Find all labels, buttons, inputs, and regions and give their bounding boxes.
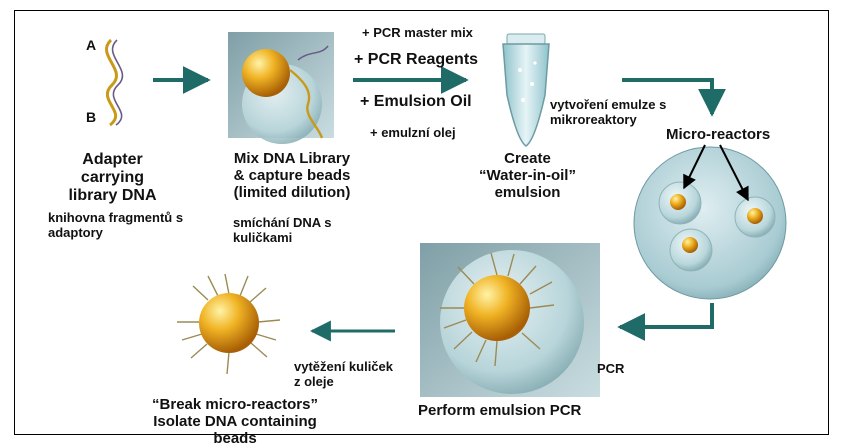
step5-label: “Break micro-reactors” Isolate DNA conta… bbox=[152, 396, 318, 447]
arrow-4 bbox=[617, 303, 714, 341]
step5-label-cz: vytěžení kuliček z oleje bbox=[294, 359, 393, 389]
step3-label-cz: vytvoření emulze s mikroreaktory bbox=[550, 97, 667, 127]
tube-icon bbox=[502, 33, 550, 147]
pcr-master-mix-label: + PCR master mix bbox=[362, 25, 473, 40]
pointer-arrow-left bbox=[683, 144, 706, 190]
emulsion-oil-label: + Emulsion Oil bbox=[360, 93, 472, 110]
step2-label-cz: smíchání DNA s kuličkami bbox=[233, 215, 332, 245]
step1-label-cz: knihovna fragmentů s adaptory bbox=[48, 210, 184, 240]
step2-label: Mix DNA Library & capture beads (limited… bbox=[233, 150, 351, 201]
bead-capture-panel bbox=[228, 32, 334, 144]
pcr-label-cz: PCR bbox=[597, 361, 625, 376]
step1-label: Adapter carrying library DNA bbox=[68, 151, 157, 204]
step4-label: Perform emulsion PCR bbox=[418, 402, 582, 419]
pointer-arrow-right bbox=[719, 144, 749, 202]
figure-border bbox=[14, 10, 829, 435]
micro-reactors-droplet bbox=[633, 146, 787, 300]
step3-label: Create “Water-in-oil” emulsion bbox=[479, 150, 576, 201]
emulsion-oil-label-cz: + emulzní olej bbox=[370, 125, 456, 140]
micro-reactors-label: Micro-reactors bbox=[666, 126, 771, 143]
isolated-bead-icon bbox=[177, 273, 281, 375]
pcr-reagents-label: + PCR Reagents bbox=[354, 51, 479, 68]
strand-label-a: A bbox=[86, 37, 97, 53]
emulsion-pcr-panel bbox=[420, 243, 600, 397]
dna-strand-icon bbox=[105, 38, 124, 127]
strand-label-b: B bbox=[86, 109, 97, 125]
arrow-3 bbox=[622, 78, 726, 117]
